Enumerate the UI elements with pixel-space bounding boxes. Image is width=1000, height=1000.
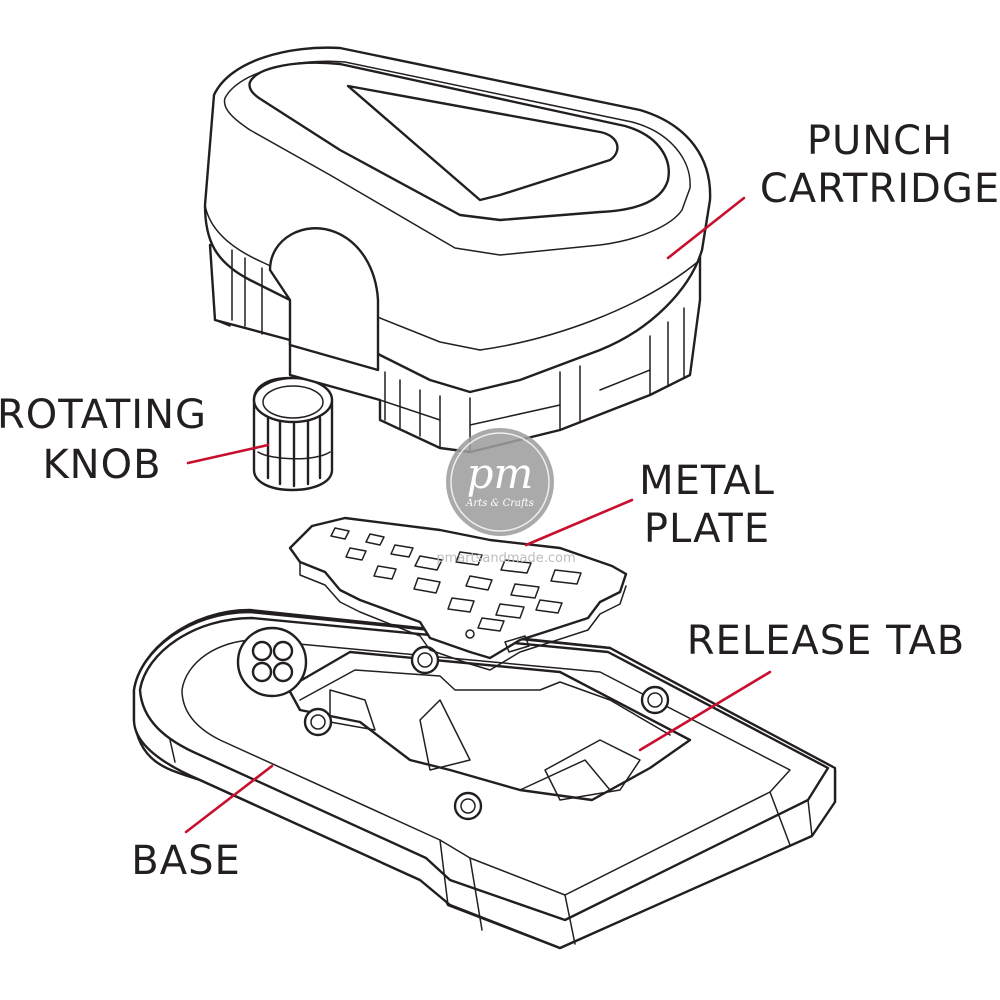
label-metal-plate-line1: METAL [639, 458, 775, 504]
watermark-tagline: Arts & Crafts [465, 498, 534, 509]
watermark-logo-text: pm [467, 449, 534, 498]
punch-cartridge-part [203, 46, 712, 454]
metal-plate-part [288, 516, 628, 671]
screw-hole [453, 791, 483, 821]
storage-circles [236, 626, 308, 698]
label-base: BASE [131, 838, 240, 884]
plate-slots [330, 527, 582, 632]
watermark-url: pmartsandmade.com [436, 551, 575, 566]
label-metal-plate-line2: PLATE [644, 506, 770, 552]
label-release-tab: RELEASE TAB [687, 618, 966, 664]
rotating-knob-part [252, 376, 334, 492]
label-rotating-knob-line1: ROTATING [0, 392, 207, 438]
leader-line-punch-cartridge [666, 196, 746, 260]
label-punch-cartridge-line2: CARTRIDGE [760, 166, 1000, 212]
screw-hole [640, 685, 670, 715]
screw-hole [303, 707, 333, 737]
leader-line-rotating-knob [186, 443, 270, 465]
leader-line-metal-plate [524, 498, 634, 547]
label-punch-cartridge-line1: PUNCH [807, 118, 953, 164]
screw-hole [410, 645, 440, 675]
leader-line-base [184, 764, 274, 834]
label-rotating-knob-line2: KNOB [42, 442, 161, 488]
watermark-logo: pm Arts & Crafts [446, 428, 554, 536]
leader-line-release-tab [638, 670, 772, 752]
base-part [132, 608, 837, 950]
